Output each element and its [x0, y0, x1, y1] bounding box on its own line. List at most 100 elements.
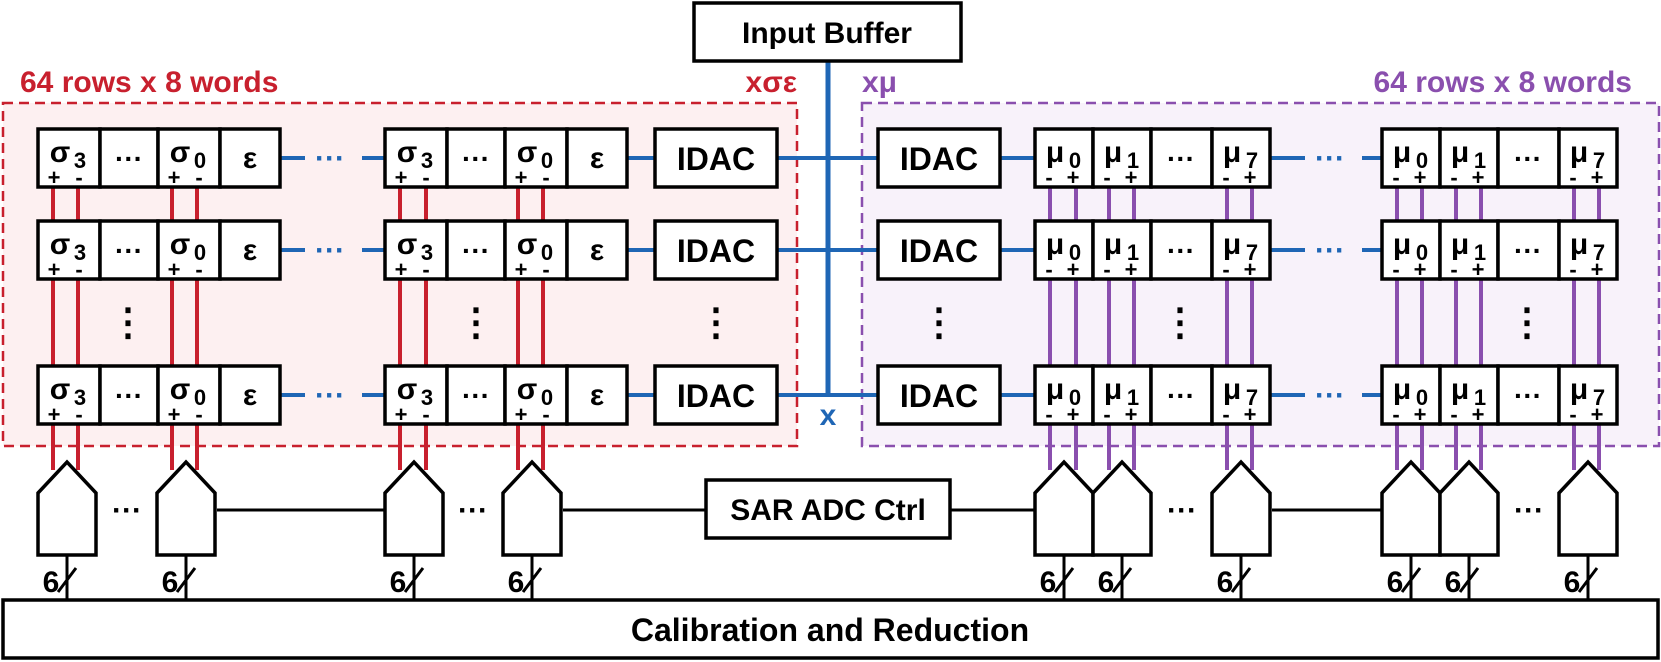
sigma-subscript: 3	[74, 240, 86, 265]
mu-subscript: 0	[1069, 240, 1081, 265]
mu-subscript: 0	[1416, 148, 1428, 173]
bit-width-label: 6	[43, 566, 60, 599]
sigma-subscript: 3	[74, 148, 86, 173]
polarity-plus: +	[1414, 165, 1427, 190]
epsilon-symbol: ε	[243, 142, 257, 175]
epsilon-cell	[218, 364, 282, 426]
sigma-symbol: σ	[50, 373, 71, 406]
polarity-minus: -	[195, 165, 202, 190]
ellipsis-cell	[445, 364, 507, 426]
idac-mu	[876, 364, 1002, 426]
idac-mu	[876, 127, 1002, 189]
mu-symbol: μ	[1223, 228, 1241, 261]
mu-subscript: 7	[1246, 240, 1258, 265]
epsilon-cell	[218, 127, 282, 189]
polarity-minus: -	[1222, 257, 1229, 282]
mu-symbol: μ	[1393, 228, 1411, 261]
sar-adc-ctrl	[704, 478, 952, 540]
mu-symbol: μ	[1393, 373, 1411, 406]
polarity-minus: -	[1392, 165, 1399, 190]
mu-subscript: 1	[1474, 148, 1486, 173]
sar-adc	[383, 459, 445, 557]
sar-adc	[155, 459, 217, 557]
idac-label: IDAC	[900, 233, 978, 269]
mu-cell	[1380, 127, 1442, 189]
idac-label: IDAC	[677, 233, 755, 269]
bus-slash	[521, 567, 543, 593]
polarity-plus: +	[395, 402, 408, 427]
polarity-plus: +	[1067, 402, 1080, 427]
mu-region-title: 64 rows x 8 words	[1374, 66, 1632, 99]
polarity-minus: -	[195, 257, 202, 282]
bit-width-label: 6	[162, 566, 179, 599]
mu-subscript: 0	[1416, 385, 1428, 410]
polarity-plus: +	[168, 165, 181, 190]
mu-symbol: μ	[1570, 373, 1588, 406]
horizontal-ellipsis: ···	[315, 379, 345, 412]
calibration-and-reduction	[1, 598, 1660, 660]
polarity-plus: +	[515, 402, 528, 427]
bit-width-label: 6	[390, 566, 407, 599]
sar-adc	[1210, 459, 1272, 557]
polarity-plus: +	[48, 257, 61, 282]
mu-symbol: μ	[1223, 136, 1241, 169]
polarity-plus: +	[1591, 257, 1604, 282]
polarity-minus: -	[195, 402, 202, 427]
bus-slash	[403, 567, 425, 593]
mu-subscript: 0	[1069, 385, 1081, 410]
polarity-minus: -	[75, 165, 82, 190]
cell-ellipsis: ···	[115, 235, 143, 266]
cell-ellipsis: ···	[1514, 143, 1542, 174]
vertical-ellipsis: ⋮	[1161, 302, 1199, 344]
mu-cell	[1557, 219, 1619, 281]
calibration-label: Calibration and Reduction	[631, 612, 1029, 648]
mu-symbol: μ	[1451, 228, 1469, 261]
mu-subscript: 1	[1127, 148, 1139, 173]
sigma-cell	[383, 364, 449, 426]
mu-subscript: 1	[1127, 240, 1139, 265]
sar-adc	[1091, 459, 1153, 557]
cell-ellipsis: ···	[115, 380, 143, 411]
ellipsis-cell	[98, 364, 160, 426]
mu-symbol: μ	[1046, 136, 1064, 169]
polarity-plus: +	[1472, 257, 1485, 282]
mu-cell	[1210, 127, 1272, 189]
adc-ellipsis: ···	[1514, 494, 1544, 527]
sar-adc	[1380, 459, 1442, 557]
mu-symbol: μ	[1046, 373, 1064, 406]
cell-ellipsis: ···	[462, 143, 490, 174]
sigma-region-title: 64 rows x 8 words	[20, 66, 278, 99]
mu-subscript: 1	[1127, 385, 1139, 410]
sigma-subscript: 3	[421, 240, 433, 265]
epsilon-symbol: ε	[590, 142, 604, 175]
sigma-subscript: 0	[541, 240, 553, 265]
bit-width-label: 6	[508, 566, 525, 599]
mu-cell	[1033, 127, 1095, 189]
mu-symbol: μ	[1451, 373, 1469, 406]
mu-symbol: μ	[1104, 136, 1122, 169]
polarity-minus: -	[1222, 165, 1229, 190]
mu-signal-label: xμ	[862, 66, 897, 99]
idac-sigma	[653, 219, 779, 281]
ellipsis-cell	[98, 219, 160, 281]
vertical-ellipsis: ⋮	[920, 302, 958, 344]
mu-subscript: 7	[1246, 385, 1258, 410]
polarity-minus: -	[1222, 402, 1229, 427]
polarity-minus: -	[1045, 165, 1052, 190]
idac-sigma	[653, 364, 779, 426]
mu-symbol: μ	[1570, 136, 1588, 169]
mu-subscript: 7	[1246, 148, 1258, 173]
polarity-plus: +	[1591, 165, 1604, 190]
idac-label: IDAC	[900, 378, 978, 414]
ellipsis-cell	[1149, 219, 1214, 281]
bus-slash	[1111, 567, 1133, 593]
cell-ellipsis: ···	[1514, 235, 1542, 266]
input-buffer-label: Input Buffer	[742, 17, 912, 50]
polarity-minus: -	[542, 165, 549, 190]
epsilon-cell	[565, 364, 629, 426]
polarity-plus: +	[1244, 165, 1257, 190]
polarity-plus: +	[1244, 257, 1257, 282]
polarity-minus: -	[1045, 257, 1052, 282]
sar-adc	[1033, 459, 1095, 557]
vertical-ellipsis: ⋮	[1508, 302, 1546, 344]
